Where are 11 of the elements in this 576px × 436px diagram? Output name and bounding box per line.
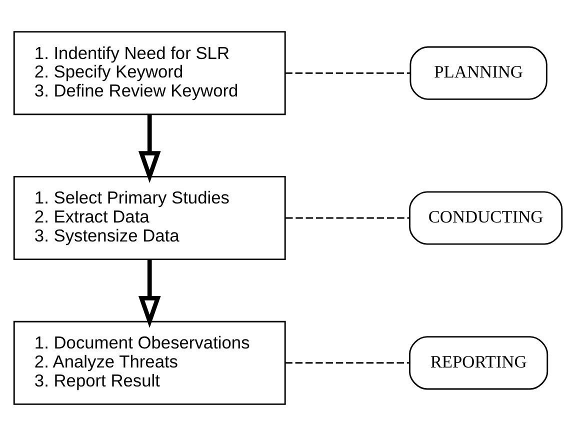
arrow [138, 259, 161, 328]
node-box: 1. Select Primary Studies 2. Extract Data 3. Systensize Data [13, 176, 286, 260]
connector [285, 72, 410, 74]
connector [286, 217, 410, 219]
node-box: CONDUCTING [409, 191, 563, 245]
node-box: 1. Indentify Need for SLR 2. Specify Keyword 3. Define Review Keyword [13, 31, 286, 116]
connector [285, 362, 410, 364]
node-box: PLANNING [410, 46, 548, 100]
arrow [138, 114, 161, 183]
node-box: REPORTING [409, 336, 548, 390]
node-box: 1. Document Obeservations 2. Analyze Threats 3. Report Result [13, 320, 286, 405]
